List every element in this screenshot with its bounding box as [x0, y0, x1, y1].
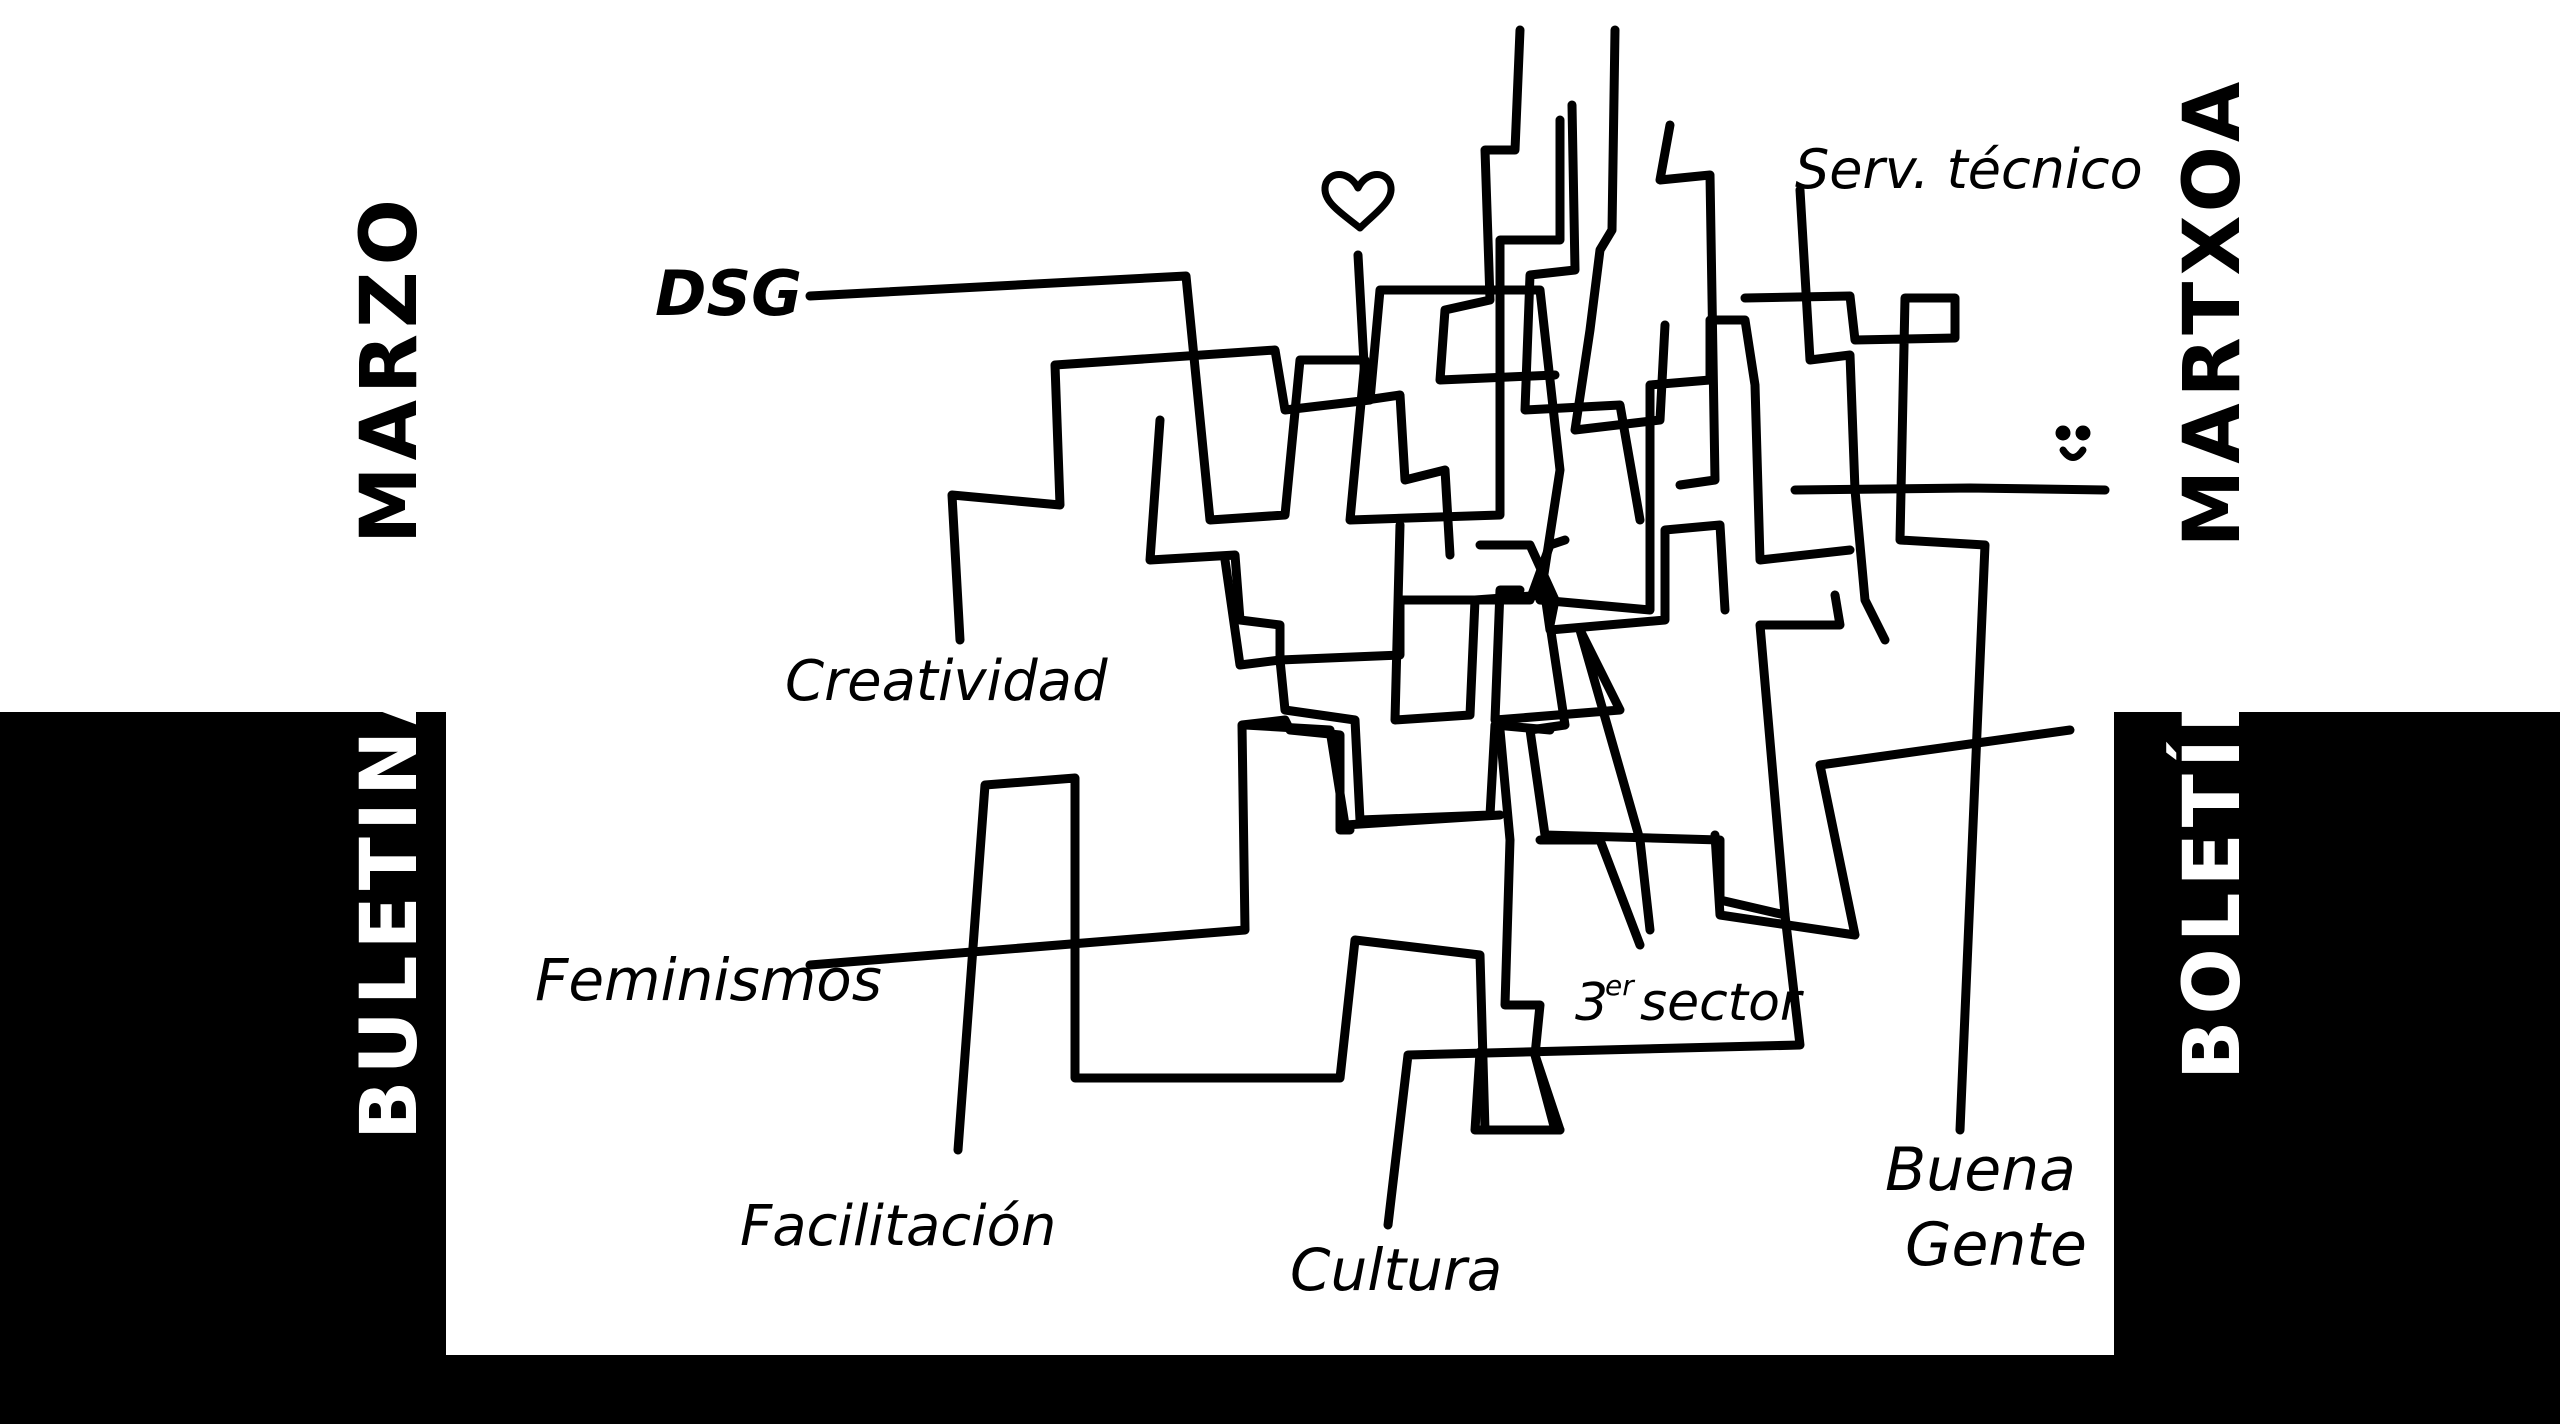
- bottom-black-band: [0, 1355, 2560, 1424]
- label-cultura: Cultura: [1290, 1236, 1502, 1304]
- heart-icon: [1321, 171, 1395, 232]
- label-tercer-num: 3: [1575, 973, 1608, 1033]
- line-tall-c: [1520, 100, 1645, 525]
- line-feminismos-b: [1240, 720, 1505, 830]
- line-tercer: [1535, 835, 1645, 950]
- label-dsg: DSG: [655, 257, 802, 330]
- line-tall-b: [1570, 25, 1670, 435]
- line-feminismos: [805, 715, 1355, 970]
- label-feminismos: Feminismos: [535, 946, 882, 1014]
- line-facilitacion: [953, 773, 1565, 1155]
- maze-lines: [805, 25, 2110, 1230]
- label-buena: Buena: [1885, 1135, 2076, 1205]
- label-facilitacion: Facilitación: [740, 1194, 1056, 1259]
- left-black-band: [0, 712, 446, 1424]
- line-serv: [1795, 185, 1890, 645]
- line-mid-b: [1390, 520, 1730, 725]
- right-black-band: [2114, 712, 2560, 1424]
- label-tercer-sup: er: [1605, 969, 1635, 1002]
- line-mid-c: [1220, 555, 1555, 825]
- label-gente: Gente: [1905, 1210, 2087, 1280]
- line-heart: [1353, 250, 1455, 560]
- label-tercer-word: sector: [1640, 973, 1805, 1033]
- line-tall-a: [1435, 25, 1560, 385]
- smiley-icon: [2055, 425, 2091, 461]
- label-tercer-sector: 3 er sector: [1575, 969, 1805, 1033]
- line-mid-e: [1490, 585, 1655, 935]
- line-buena: [1710, 725, 2075, 940]
- line-mid-d: [1475, 540, 1845, 920]
- line-creatividad: [947, 285, 1855, 645]
- line-smiley: [1790, 483, 2110, 495]
- line-cultura: [1383, 910, 1805, 1230]
- line-mid-f: [1495, 725, 1560, 1135]
- line-tall-d: [1655, 120, 1720, 490]
- line-serv-b: [1740, 291, 1990, 1135]
- label-serv-tecnico: Serv. técnico: [1795, 138, 2143, 201]
- label-creatividad: Creatividad: [785, 649, 1108, 714]
